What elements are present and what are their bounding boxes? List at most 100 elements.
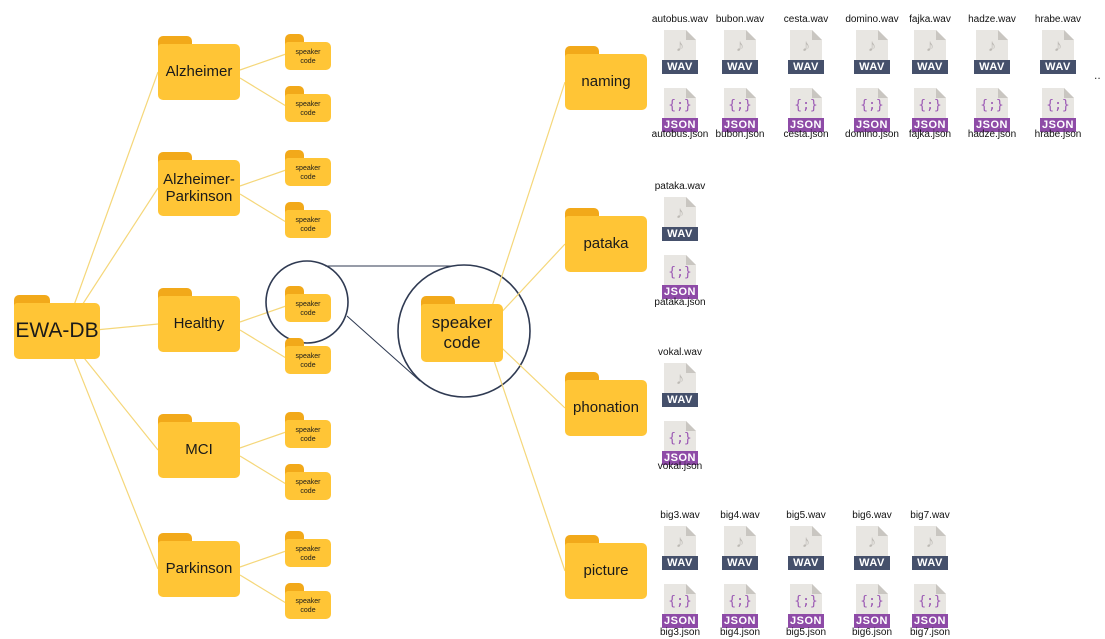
wav-filename: hadze.wav bbox=[968, 14, 1016, 25]
speaker-folder[interactable]: speaker code bbox=[285, 86, 331, 122]
speaker-folder[interactable]: speaker code bbox=[285, 583, 331, 619]
wav-file-icon[interactable]: ♪WAV bbox=[662, 526, 698, 572]
wav-file-icon[interactable]: ♪WAV bbox=[662, 363, 698, 409]
json-badge: JSON bbox=[722, 118, 758, 132]
speaker-folder[interactable]: speaker code bbox=[285, 338, 331, 374]
wav-filename: fajka.wav bbox=[909, 14, 951, 25]
wav-file-icon[interactable]: ♪WAV bbox=[788, 526, 824, 572]
music-note-icon: ♪ bbox=[801, 532, 811, 551]
link-group-to-speaker bbox=[239, 77, 287, 107]
speaker-code-hub-folder[interactable]: speaker code bbox=[421, 296, 503, 362]
group-folder-1[interactable]: Alzheimer- Parkinson bbox=[158, 152, 240, 216]
json-badge: JSON bbox=[854, 118, 890, 132]
wav-badge: WAV bbox=[854, 60, 890, 74]
json-filename: pataka.json bbox=[654, 297, 706, 308]
task-folder-1-label: pataka bbox=[565, 216, 647, 272]
wav-badge: WAV bbox=[1040, 60, 1076, 74]
file-corner bbox=[686, 584, 696, 594]
file-corner bbox=[878, 526, 888, 536]
json-file-icon[interactable]: {;}JSON bbox=[788, 584, 824, 630]
wav-file-icon[interactable]: ♪WAV bbox=[974, 30, 1010, 76]
json-file-icon[interactable]: {;}JSON bbox=[662, 421, 698, 467]
wav-file-icon[interactable]: ♪WAV bbox=[1040, 30, 1076, 76]
file-corner bbox=[998, 30, 1008, 40]
wav-file-icon[interactable]: ♪WAV bbox=[854, 526, 890, 572]
speaker-folder-label: speaker code bbox=[285, 346, 331, 374]
group-folder-3[interactable]: MCI bbox=[158, 414, 240, 478]
link-group-to-speaker bbox=[239, 53, 287, 71]
json-file-icon[interactable]: {;}JSON bbox=[854, 88, 890, 134]
wav-file-icon[interactable]: ♪WAV bbox=[854, 30, 890, 76]
json-badge: JSON bbox=[854, 614, 890, 628]
music-note-icon: ♪ bbox=[675, 369, 685, 388]
file-corner bbox=[812, 30, 822, 40]
file-corner bbox=[878, 88, 888, 98]
group-folder-4[interactable]: Parkinson bbox=[158, 533, 240, 597]
wav-badge: WAV bbox=[662, 227, 698, 241]
json-file-icon[interactable]: {;}JSON bbox=[662, 584, 698, 630]
json-file-icon[interactable]: {;}JSON bbox=[722, 584, 758, 630]
wav-file-icon[interactable]: ♪WAV bbox=[722, 526, 758, 572]
music-note-icon: ♪ bbox=[925, 532, 935, 551]
curly-braces-icon: {;} bbox=[918, 98, 942, 113]
file-corner bbox=[746, 526, 756, 536]
curly-braces-icon: {;} bbox=[668, 265, 692, 280]
speaker-folder[interactable]: speaker code bbox=[285, 150, 331, 186]
file-corner bbox=[686, 88, 696, 98]
wav-filename: big5.wav bbox=[786, 510, 826, 521]
link-group-to-speaker bbox=[239, 193, 287, 223]
json-filename: fajka.json bbox=[908, 129, 952, 140]
json-file-icon[interactable]: {;}JSON bbox=[662, 255, 698, 301]
curly-braces-icon: {;} bbox=[794, 98, 818, 113]
zoom-circle-large bbox=[397, 264, 531, 398]
file-corner bbox=[746, 584, 756, 594]
speaker-folder[interactable]: speaker code bbox=[285, 531, 331, 567]
json-file-icon[interactable]: {;}JSON bbox=[662, 88, 698, 134]
json-file-icon[interactable]: {;}JSON bbox=[1040, 88, 1076, 134]
wav-file-icon[interactable]: ♪WAV bbox=[912, 526, 948, 572]
speaker-folder[interactable]: speaker code bbox=[285, 464, 331, 500]
wav-file-icon[interactable]: ♪WAV bbox=[722, 30, 758, 76]
task-folder-3[interactable]: picture bbox=[565, 535, 647, 599]
speaker-folder[interactable]: speaker code bbox=[285, 412, 331, 448]
file-corner bbox=[746, 88, 756, 98]
file-corner bbox=[746, 30, 756, 40]
wav-filename: cesta.wav bbox=[783, 14, 829, 25]
json-filename: hrabe.json bbox=[1034, 129, 1082, 140]
curly-braces-icon: {;} bbox=[918, 594, 942, 609]
wav-badge: WAV bbox=[974, 60, 1010, 74]
link-root-to-group bbox=[63, 71, 159, 334]
json-file-icon[interactable]: {;}JSON bbox=[974, 88, 1010, 134]
json-file-icon[interactable]: {;}JSON bbox=[854, 584, 890, 630]
task-folder-0-label: naming bbox=[565, 54, 647, 110]
json-filename: autobus.json bbox=[651, 129, 709, 140]
wav-file-icon[interactable]: ♪WAV bbox=[662, 30, 698, 76]
group-folder-0[interactable]: Alzheimer bbox=[158, 36, 240, 100]
wav-file-icon[interactable]: ♪WAV bbox=[662, 197, 698, 243]
wav-file-icon[interactable]: ♪WAV bbox=[912, 30, 948, 76]
wav-badge: WAV bbox=[662, 60, 698, 74]
link-group-to-speaker bbox=[239, 431, 287, 449]
speaker-folder[interactable]: speaker code bbox=[285, 202, 331, 238]
json-badge: JSON bbox=[662, 614, 698, 628]
group-folder-2[interactable]: Healthy bbox=[158, 288, 240, 352]
json-file-icon[interactable]: {;}JSON bbox=[788, 88, 824, 134]
speaker-folder[interactable]: speaker code bbox=[285, 286, 331, 322]
file-corner bbox=[812, 88, 822, 98]
file-corner bbox=[686, 30, 696, 40]
wav-badge: WAV bbox=[722, 556, 758, 570]
link-group-to-speaker bbox=[239, 574, 287, 604]
json-badge: JSON bbox=[788, 614, 824, 628]
task-folder-2[interactable]: phonation bbox=[565, 372, 647, 436]
json-file-icon[interactable]: {;}JSON bbox=[912, 88, 948, 134]
task-folder-0[interactable]: naming bbox=[565, 46, 647, 110]
music-note-icon: ♪ bbox=[801, 36, 811, 55]
wav-file-icon[interactable]: ♪WAV bbox=[788, 30, 824, 76]
task-folder-1[interactable]: pataka bbox=[565, 208, 647, 272]
json-file-icon[interactable]: {;}JSON bbox=[722, 88, 758, 134]
json-file-icon[interactable]: {;}JSON bbox=[912, 584, 948, 630]
root-folder-ewa-db[interactable]: EWA-DB bbox=[14, 295, 100, 359]
link-hub-to-task bbox=[483, 81, 566, 332]
speaker-folder[interactable]: speaker code bbox=[285, 34, 331, 70]
